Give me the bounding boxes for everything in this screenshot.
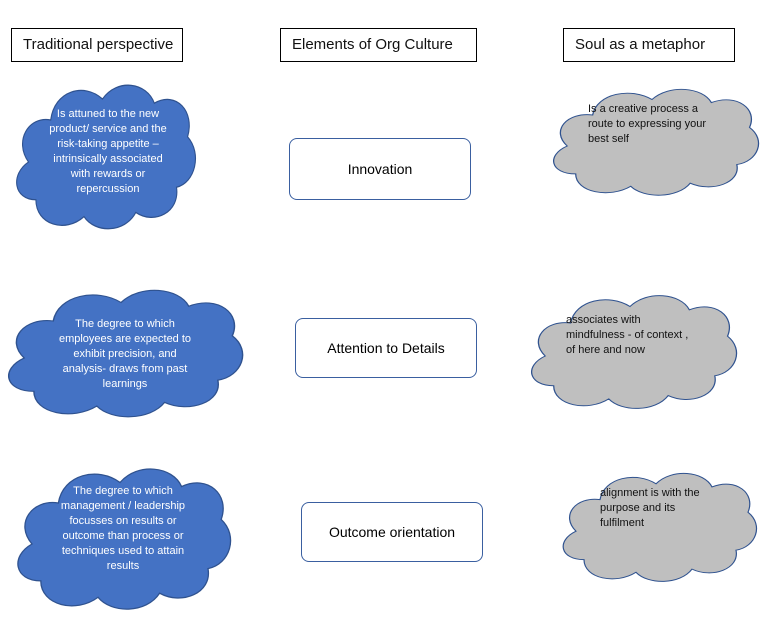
header-elements-of-org-culture: Elements of Org Culture	[280, 28, 477, 62]
soul-cloud-2-text: associates with mindfulness - of context…	[566, 314, 689, 356]
element-innovation: Innovation	[289, 138, 471, 200]
soul-cloud-3-text: alignment is with the purpose and its fu…	[600, 487, 700, 529]
element-attention-to-details: Attention to Details	[295, 318, 477, 378]
traditional-cloud-2-text: The degree to which employees are expect…	[58, 318, 192, 390]
header-soul-as-metaphor: Soul as a metaphor	[563, 28, 735, 62]
element-outcome-orientation: Outcome orientation	[301, 502, 483, 562]
traditional-cloud-3-text: The degree to which management / leaders…	[60, 485, 186, 572]
header-traditional-perspective: Traditional perspective	[11, 28, 183, 62]
soul-cloud-1-text: Is a creative process a route to express…	[588, 103, 707, 145]
traditional-cloud-1-text: Is attuned to the new product/ service a…	[49, 108, 167, 195]
